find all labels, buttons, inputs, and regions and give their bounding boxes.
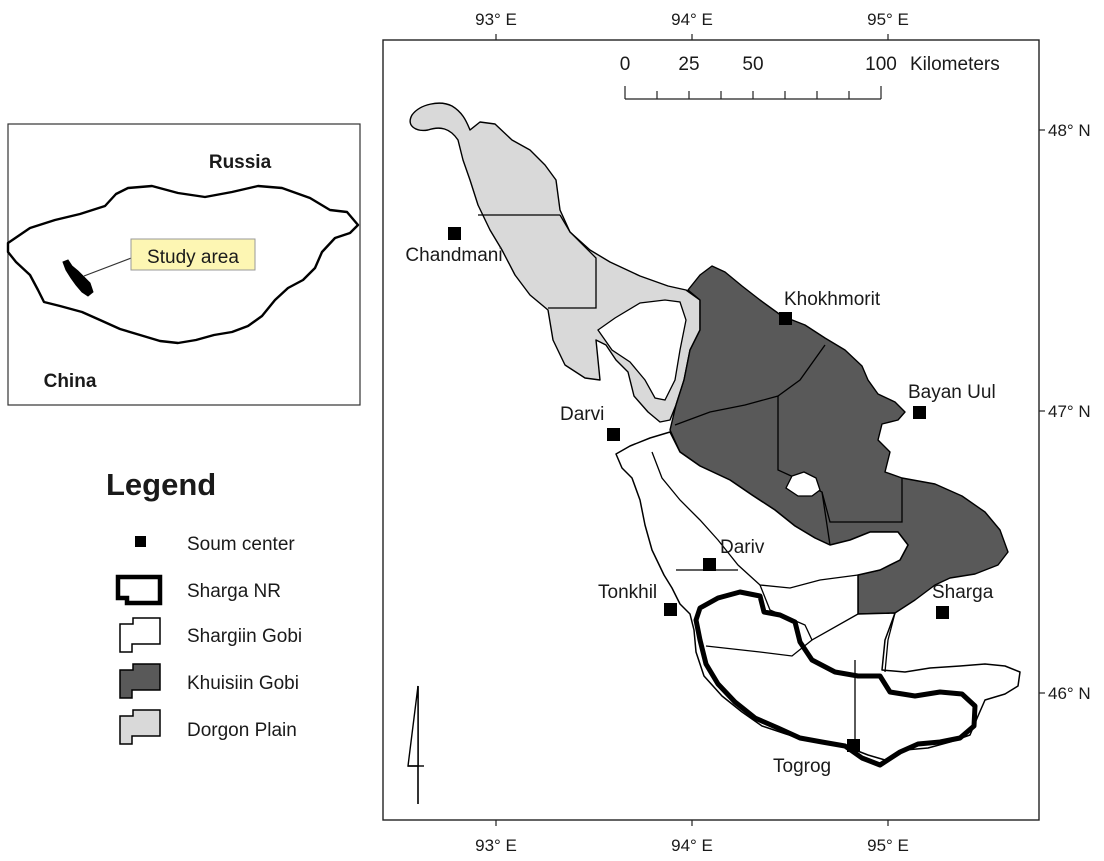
legend-label-khuisiin-gobi: Khuisiin Gobi bbox=[187, 673, 299, 694]
right-axis-label-47n: 47° N bbox=[1048, 402, 1091, 421]
right-axis-label-48n: 48° N bbox=[1048, 121, 1091, 140]
study-area-marker bbox=[62, 259, 94, 297]
soum-marker-bayan-uul bbox=[913, 406, 926, 419]
scale-bar: 0 25 50 100 Kilometers bbox=[620, 54, 1000, 100]
legend: Legend Soum center Sharga NR Shargiin Go… bbox=[106, 467, 302, 745]
north-arrow-icon bbox=[407, 685, 424, 804]
place-label-bayan-uul: Bayan Uul bbox=[908, 382, 996, 403]
place-label-khokhmorit: Khokhmorit bbox=[784, 289, 881, 310]
main-map: 93° E 94° E 95° E 93° E 94° E 95° E 48° … bbox=[382, 10, 1091, 855]
right-axis-label-46n: 46° N bbox=[1048, 684, 1091, 703]
legend-label-dorgon-plain: Dorgon Plain bbox=[187, 720, 297, 741]
top-axis-label-95e: 95° E bbox=[867, 10, 909, 29]
place-label-togrog: Togrog bbox=[773, 756, 831, 777]
legend-khuisiin-gobi-swatch bbox=[119, 663, 161, 699]
soum-centers bbox=[448, 227, 949, 752]
place-label-darvi: Darvi bbox=[560, 404, 604, 425]
place-label-dariv: Dariv bbox=[720, 537, 765, 558]
soum-marker-khokhmorit bbox=[779, 312, 792, 325]
bottom-axis-label-95e: 95° E bbox=[867, 836, 909, 855]
legend-label-soum-center: Soum center bbox=[187, 534, 295, 555]
top-axis-label-94e: 94° E bbox=[671, 10, 713, 29]
legend-dorgon-plain-swatch bbox=[119, 709, 161, 745]
legend-label-shargiin-gobi: Shargiin Gobi bbox=[187, 626, 302, 647]
shargiin-boundary-6 bbox=[884, 612, 896, 673]
callout-leader bbox=[83, 256, 135, 277]
soum-marker-sharga bbox=[936, 606, 949, 619]
soum-marker-togrog bbox=[847, 739, 860, 752]
scale-label-25: 25 bbox=[678, 54, 699, 75]
soum-marker-tonkhil bbox=[664, 603, 677, 616]
callout-box bbox=[130, 238, 256, 271]
sharga-nr-outline bbox=[693, 589, 978, 768]
dorgon-enclave bbox=[597, 299, 687, 401]
soum-marker-darvi bbox=[607, 428, 620, 441]
inset-map: Study area Russia China bbox=[6, 123, 361, 406]
place-label-chandmani: Chandmani bbox=[405, 245, 502, 266]
bottom-axis-label-94e: 94° E bbox=[671, 836, 713, 855]
shargiin-boundary-1 bbox=[651, 451, 859, 589]
scale-label-50: 50 bbox=[742, 54, 763, 75]
bottom-axis-label-93e: 93° E bbox=[475, 836, 517, 855]
place-label-tonkhil: Tonkhil bbox=[598, 582, 657, 603]
scale-label-100: 100 bbox=[865, 54, 897, 75]
legend-sharga-nr-swatch bbox=[115, 574, 163, 606]
khuisiin-boundary-3 bbox=[821, 491, 831, 546]
legend-label-sharga-nr: Sharga NR bbox=[187, 581, 281, 602]
shargiin-boundary-3 bbox=[759, 584, 859, 641]
scale-label-0: 0 bbox=[620, 54, 631, 75]
dorgon-boundary-2 bbox=[548, 214, 597, 309]
scale-unit-label: Kilometers bbox=[910, 54, 1000, 75]
khuisiin-enclave bbox=[785, 471, 821, 497]
frame-ticks bbox=[495, 34, 1045, 826]
country-label-russia: Russia bbox=[209, 152, 272, 173]
soum-marker-chandmani bbox=[448, 227, 461, 240]
soum-marker-dariv bbox=[703, 558, 716, 571]
legend-title: Legend bbox=[106, 467, 216, 502]
legend-soum-center-icon bbox=[135, 536, 146, 547]
country-label-china: China bbox=[44, 371, 97, 392]
top-axis-label-93e: 93° E bbox=[475, 10, 517, 29]
legend-shargiin-gobi-swatch bbox=[119, 617, 161, 653]
khuisiin-boundary-1 bbox=[674, 344, 826, 426]
place-label-sharga: Sharga bbox=[932, 582, 994, 603]
callout-label: Study area bbox=[147, 247, 239, 268]
